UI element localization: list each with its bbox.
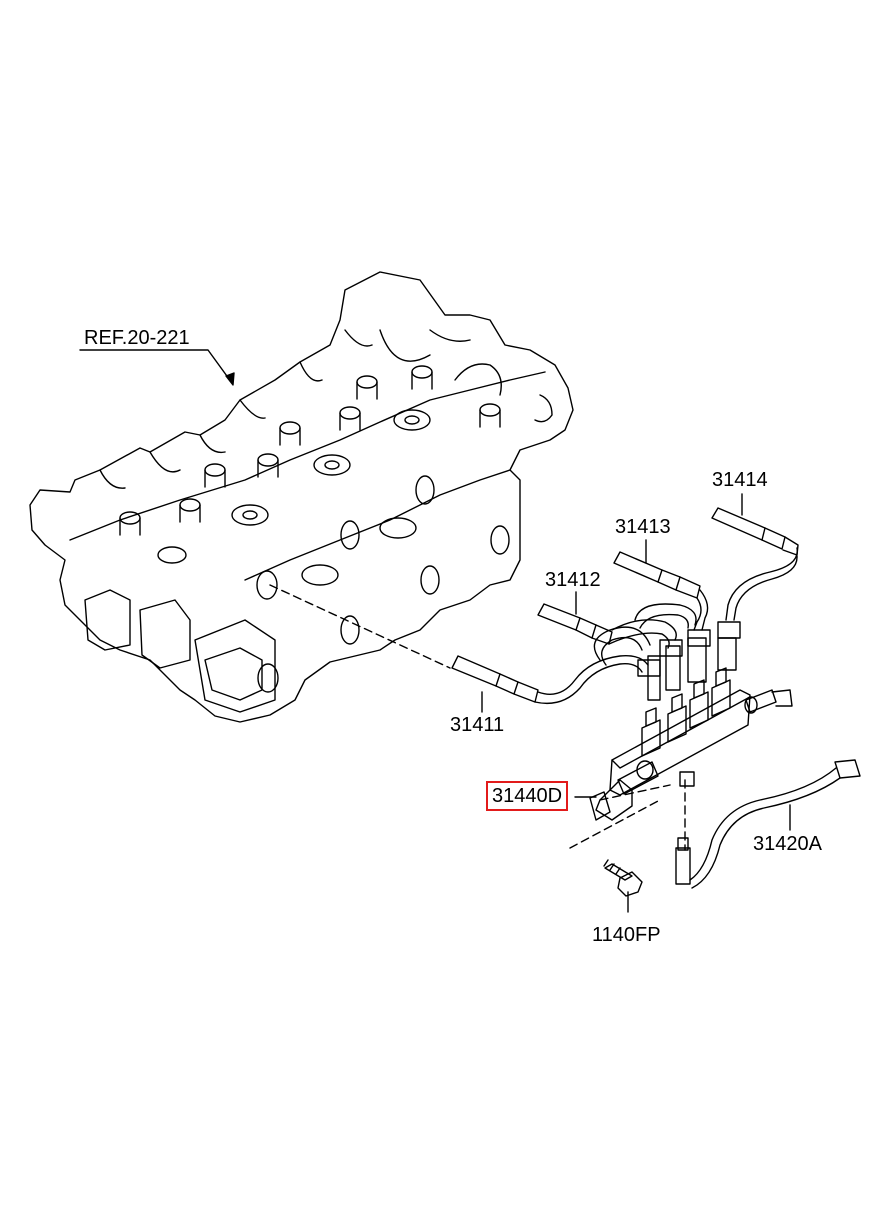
part-label-31414[interactable]: 31414 [712,469,768,491]
pipe-31414 [711,507,799,639]
part-label-31420a[interactable]: 31420A [753,833,822,855]
ref-label: REF.20-221 [84,327,190,349]
dashed-centerline-3 [569,799,661,849]
part-label-31411[interactable]: 31411 [450,714,505,736]
ref-arrow [225,372,235,386]
pipe-31413 [613,551,711,647]
pipe-31420a [675,759,861,889]
dashed-centerline-2 [599,784,671,801]
part-label-31412[interactable]: 31412 [545,569,601,591]
part-label-1140fp[interactable]: 1140FP [592,924,661,946]
cylinder-head [29,271,574,723]
pipe-loops [593,603,697,666]
part-label-31440d[interactable]: 31440D [486,781,569,811]
common-rail [589,637,793,821]
pipe-31411 [451,655,661,705]
bolt-1140fp [603,859,643,897]
ref-leader [79,349,233,384]
label-leaders [481,493,791,913]
part-label-31413[interactable]: 31413 [615,516,671,538]
dashed-centerline-1 [269,584,451,669]
